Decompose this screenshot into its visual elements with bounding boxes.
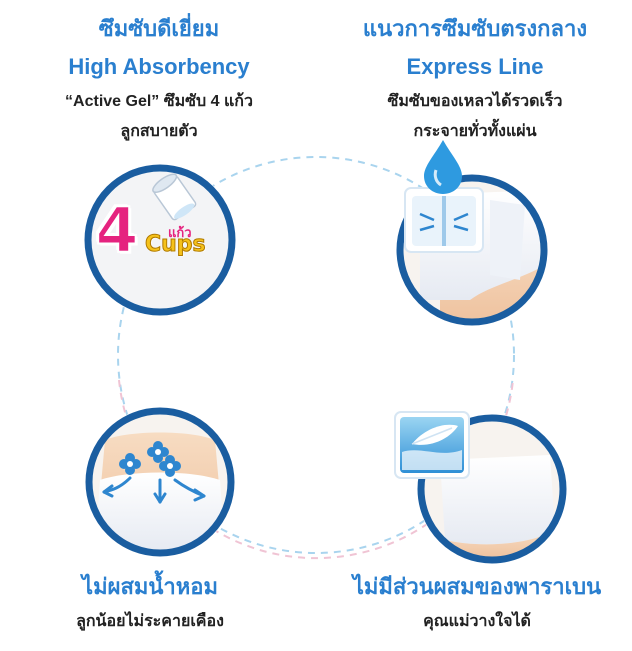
feature-1-title-en: High Absorbency [68,54,250,79]
feature-2-line-2: กระจายทั่วทั้งแผ่น [413,123,537,140]
feature-2-title-en: Express Line [406,54,544,79]
feature-4-title-th: ไม่มีส่วนผสมของพาราเบน [352,574,602,599]
feature-3-line-1: ลูกน้อยไม่ระคายเคือง [76,613,224,630]
badge-unit-en: Cups [145,232,207,258]
feature-1-line-1: “Active Gel” ซึมซับ 4 แก้ว [65,93,253,110]
feature-1-line-2: ลูกสบายตัว [120,123,198,140]
feature-4-line-1: คุณแม่วางใจได้ [423,613,531,630]
feature-2-title-th: แนวการซึมซับตรงกลาง [362,16,588,41]
badge-unit-th: แก้ว [168,225,192,240]
feature-2-line-1: ซึมซับของเหลวได้รวดเร็ว [387,93,563,110]
badge-number-4: 4 [94,194,139,267]
feature-3-title-th: ไม่ผสมน้ำหอม [82,574,218,599]
feature-1-title-th: ซึมซับดีเยี่ยม [98,16,220,41]
